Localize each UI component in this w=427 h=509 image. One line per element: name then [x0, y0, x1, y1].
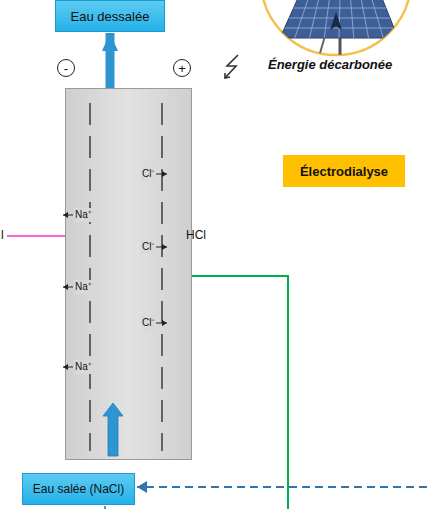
node-text: Eau salée (NaCl)	[33, 483, 124, 495]
membrane	[161, 103, 162, 451]
ion-label: Cl⁻	[141, 167, 155, 181]
ion-label: Cl⁻	[141, 240, 155, 254]
electrode-terminal: +	[173, 59, 191, 77]
inlet-box: Eau salée (NaCl)	[22, 473, 135, 505]
membrane-drawing	[66, 89, 193, 461]
outlet-line	[7, 235, 65, 237]
flow-arrow	[106, 33, 115, 88]
node-text: -	[64, 62, 68, 75]
electrodialysis-cell: Cl⁻ Na⁺ Cl⁻ Na⁺ Cl⁻ Na⁺	[65, 88, 192, 460]
recycle-arrow	[137, 486, 427, 488]
flow-arrow	[103, 403, 123, 456]
node-text: +	[178, 62, 186, 75]
solar-panel	[261, 0, 411, 60]
ion-label: Na⁺	[74, 208, 92, 222]
ion-arrow	[156, 247, 167, 248]
hcl-line	[192, 276, 288, 509]
ion-arrow	[63, 215, 73, 216]
ion-label: Cl⁻	[141, 316, 155, 330]
ion-arrow	[156, 174, 167, 175]
hcl-label: HCl	[186, 228, 206, 242]
energy-label: Énergie décarbonée	[268, 57, 392, 72]
process-label-box: Électrodialyse	[283, 155, 405, 187]
ion-label: Na⁺	[74, 360, 92, 374]
ion-arrow	[63, 287, 73, 288]
membrane	[89, 103, 90, 451]
outlet-box: Eau dessalée	[55, 0, 165, 32]
ion-arrow	[156, 323, 167, 324]
ion-arrow	[63, 367, 73, 368]
ion-label: Na⁺	[74, 280, 92, 294]
node-text: Eau dessalée	[71, 10, 150, 23]
cut-label: l	[1, 228, 4, 242]
node-text: Électrodialyse	[300, 165, 388, 178]
lightning-symbol	[225, 55, 238, 78]
inlet-arrow	[104, 506, 106, 509]
electrode-terminal: -	[57, 59, 75, 77]
